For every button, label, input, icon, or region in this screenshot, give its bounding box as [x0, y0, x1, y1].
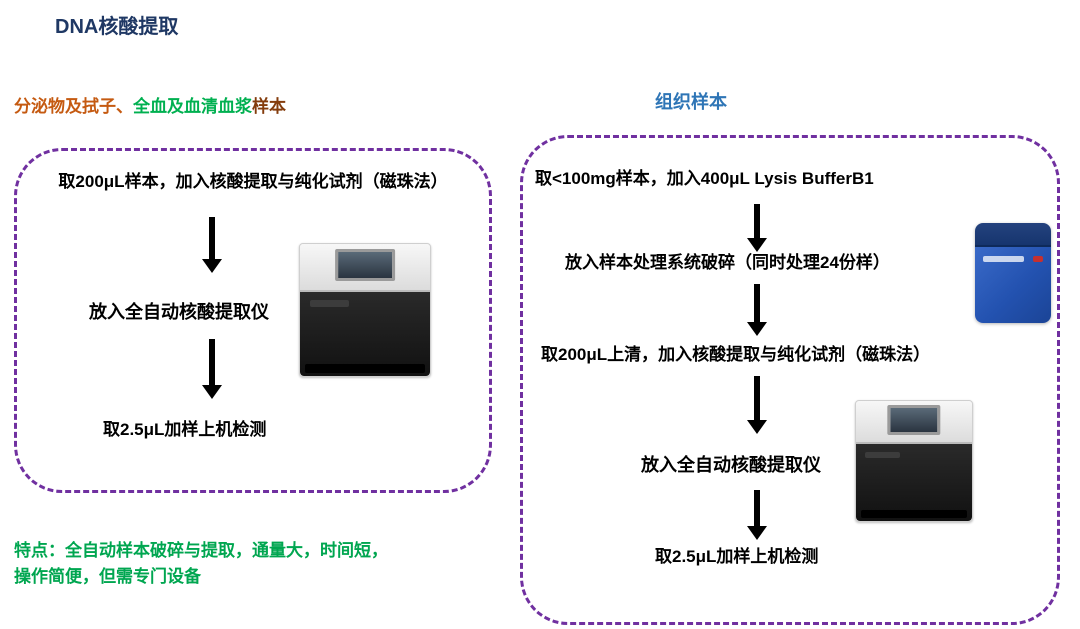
extractor-slot: [865, 451, 901, 458]
left-flow-box: 取200μL样本，加入核酸提取与纯化试剂（磁珠法） 放入全自动核酸提取仪 取2.…: [14, 148, 492, 493]
page-title: DNA核酸提取: [55, 16, 179, 38]
processor-lid: [975, 223, 1051, 247]
down-arrow-icon: [747, 204, 767, 252]
right-step-3: 取200μL上清，加入核酸提取与纯化试剂（磁珠法）: [541, 345, 931, 364]
heading-sample-suffix: 样本: [252, 97, 286, 116]
extractor-base: [860, 510, 968, 518]
processor-label-stripe: [982, 256, 1025, 263]
features-note-line1: 特点：全自动样本破碎与提取，通量大，时间短，: [14, 541, 388, 560]
processor-red-mark: [1032, 256, 1044, 263]
extractor-screen: [335, 248, 395, 282]
heading-whole-blood-serum: 全血及血清血浆: [133, 97, 252, 116]
right-step-4: 放入全自动核酸提取仪: [641, 455, 821, 475]
left-step-3: 取2.5μL加样上机检测: [103, 420, 267, 439]
down-arrow-icon: [747, 284, 767, 336]
left-step-1: 取200μL样本，加入核酸提取与纯化试剂（磁珠法）: [58, 172, 448, 191]
right-step-1: 取<100mg样本，加入400μL Lysis BufferB1: [535, 169, 874, 188]
processor-body: [975, 247, 1051, 323]
nucleic-acid-extractor-image: [299, 243, 431, 377]
tissue-processor-image: [975, 223, 1051, 323]
right-flow-box: 取<100mg样本，加入400μL Lysis BufferB1 放入样本处理系…: [520, 135, 1060, 625]
left-sample-heading: 分泌物及拭子、全血及血清血浆样本: [14, 92, 286, 117]
extractor-screen: [887, 405, 941, 435]
down-arrow-icon: [202, 217, 222, 273]
extractor-base: [305, 364, 425, 373]
heading-secretion-swab: 分泌物及拭子、: [14, 97, 133, 116]
extractor-top-panel: [856, 401, 972, 445]
right-step-2: 放入样本处理系统破碎（同时处理24份样）: [565, 253, 890, 272]
down-arrow-icon: [747, 490, 767, 540]
tissue-sample-heading: 组织样本: [655, 92, 727, 112]
down-arrow-icon: [202, 339, 222, 399]
extractor-front-panel: [300, 291, 430, 376]
extractor-front-panel: [856, 444, 972, 521]
features-note-line2: 操作简便，但需专门设备: [14, 567, 201, 587]
extractor-top-panel: [300, 244, 430, 292]
right-step-5: 取2.5μL加样上机检测: [655, 547, 819, 566]
nucleic-acid-extractor-image: [855, 400, 973, 522]
left-step-2: 放入全自动核酸提取仪: [89, 302, 269, 322]
down-arrow-icon: [747, 376, 767, 434]
extractor-slot: [310, 299, 350, 307]
features-note: 特点：全自动样本破碎与提取，通量大，时间短， 操作简便，但需专门设备: [14, 538, 388, 591]
